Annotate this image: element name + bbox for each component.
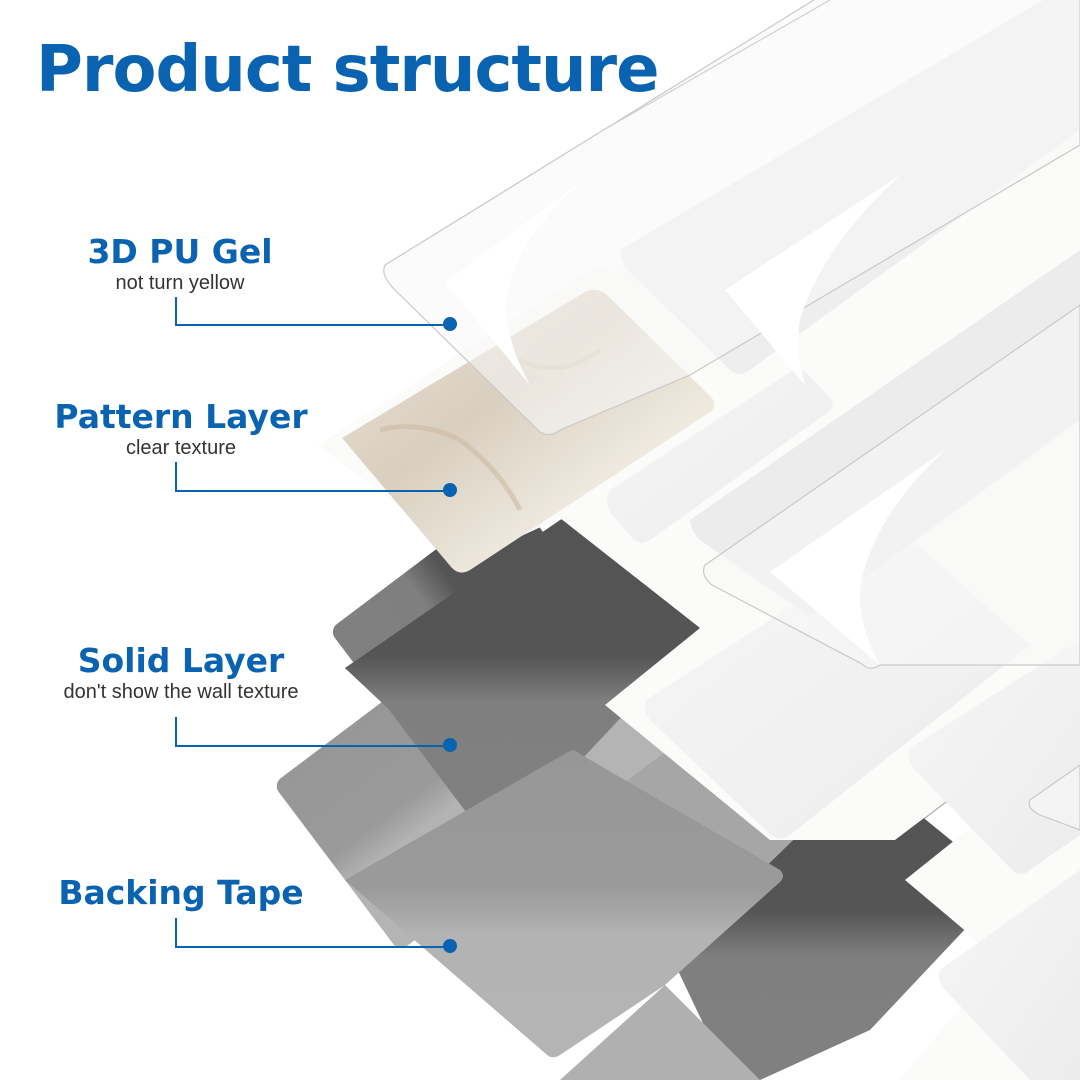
leader-line-pu-gel xyxy=(175,297,450,326)
layer-name: 3D PU Gel xyxy=(87,232,273,271)
marker-dot-pattern-layer xyxy=(443,483,457,497)
label-solid-layer: Solid Layer don't show the wall texture xyxy=(50,644,312,704)
marker-dot-pu-gel xyxy=(443,317,457,331)
page-title: Product structure xyxy=(36,33,659,107)
layer-description: clear texture xyxy=(125,437,237,459)
marker-dot-solid-layer xyxy=(443,738,457,752)
layer-description: not turn yellow xyxy=(115,272,245,294)
layer-name: Pattern Layer xyxy=(54,397,308,436)
layer-name: Backing Tape xyxy=(58,873,304,912)
layer-name: Solid Layer xyxy=(77,641,285,680)
label-pattern-layer: Pattern Layer clear texture xyxy=(40,400,322,460)
label-backing-tape: Backing Tape xyxy=(40,876,322,909)
leader-line-pattern-layer xyxy=(175,462,450,492)
label-pu-gel: 3D PU Gel not turn yellow xyxy=(60,235,300,295)
leader-line-backing-tape xyxy=(175,918,450,948)
leader-line-solid-layer xyxy=(175,717,450,747)
gloss-highlights xyxy=(445,175,945,665)
layer-description: don't show the wall texture xyxy=(63,681,299,703)
marker-dot-backing-tape xyxy=(443,939,457,953)
